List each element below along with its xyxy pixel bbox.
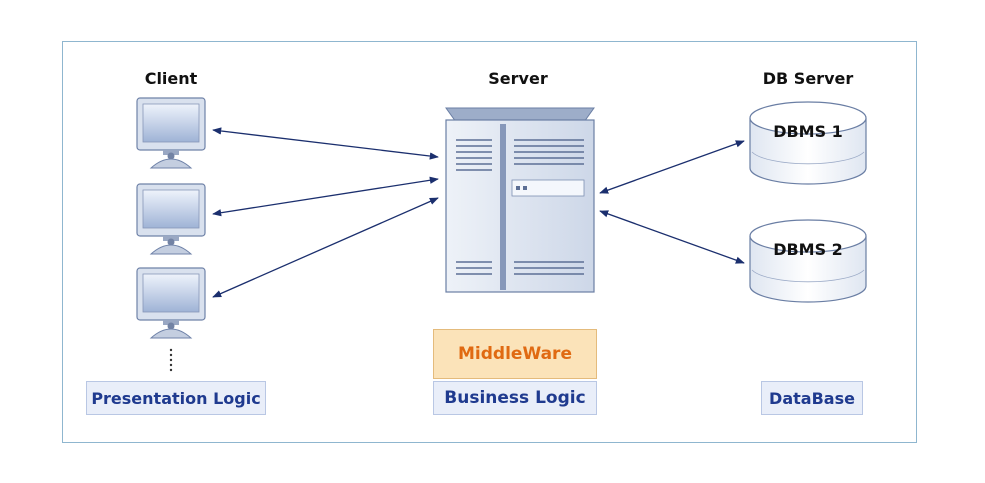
dbms2-label: DBMS 2 [773, 240, 843, 259]
client-heading: Client [144, 69, 198, 88]
client1-server-arrow [212, 127, 439, 160]
client2-server-arrow [212, 176, 439, 217]
client-monitor-icon [136, 183, 206, 255]
diagram-frame [62, 41, 917, 443]
database-cylinder-icon [749, 219, 867, 303]
database-cylinder-icon [749, 101, 867, 185]
presentation-logic-box: Presentation Logic [86, 381, 266, 415]
server-dbms1-arrow [599, 140, 745, 194]
db-server-heading: DB Server [762, 69, 854, 88]
database-logic-box: DataBase [761, 381, 863, 415]
client-monitor-icon [136, 267, 206, 339]
business-logic-box: Business Logic [433, 381, 597, 415]
dbms1-label: DBMS 1 [773, 122, 843, 141]
vertical-ellipsis-icon [169, 348, 173, 372]
server-dbms2-arrow [599, 210, 745, 264]
client-monitor-icon [136, 97, 206, 169]
middleware-box: MiddleWare [433, 329, 597, 379]
client3-server-arrow [212, 197, 439, 298]
server-tower-icon [445, 107, 595, 293]
server-heading: Server [488, 69, 548, 88]
